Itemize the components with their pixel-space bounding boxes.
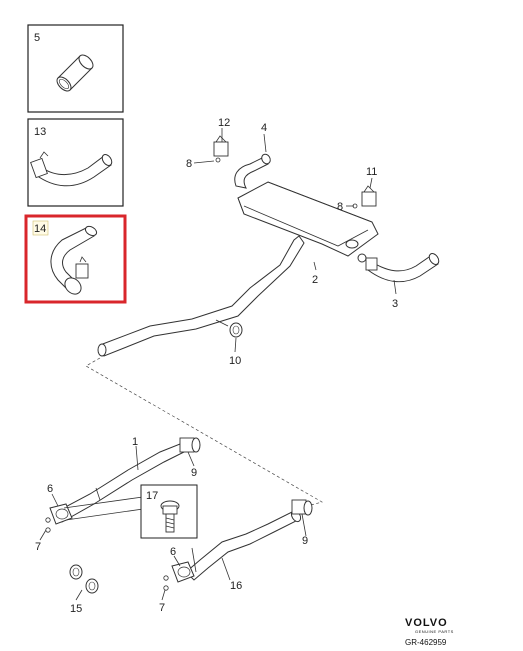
- part-number-6-upper: 6: [47, 483, 53, 495]
- volvo-brand-mark: VOLVO GENUINE PARTS GR-462959: [405, 617, 454, 647]
- part-number-9-lower: 9: [302, 535, 308, 547]
- rubber-mount-10: [215, 319, 243, 338]
- brand-tagline: GENUINE PARTS: [415, 629, 454, 634]
- part-number-10: 10: [229, 355, 241, 367]
- part-number-1: 1: [132, 436, 138, 448]
- tailpipe-part-13: [30, 151, 113, 187]
- rubber-mounts-15: [69, 564, 99, 594]
- sleeve-part-5: [56, 54, 94, 92]
- part-number-11: 11: [366, 166, 377, 178]
- part-number-14: 14: [34, 223, 46, 235]
- drawing-reference: GR-462959: [405, 638, 447, 647]
- detail-box-13: 13: [27, 118, 124, 207]
- part-number-7-upper: 7: [35, 541, 41, 553]
- bolt-detail-17: 17: [140, 484, 198, 539]
- brand-name: VOLVO: [405, 617, 448, 629]
- part-number-16: 16: [230, 580, 242, 592]
- upper-exhaust-assembly: 12 8 4 11 8 2 3 10: [97, 117, 440, 367]
- lower-exhaust-assembly: 17: [35, 436, 313, 615]
- part-number-6-lower: 6: [170, 546, 176, 558]
- part-number-7-lower: 7: [159, 602, 165, 614]
- part-number-12: 12: [218, 117, 230, 129]
- clamp-9-lower: [291, 499, 313, 516]
- part-number-8-upper-left: 8: [186, 158, 192, 170]
- part-number-9-upper: 9: [191, 467, 197, 479]
- hanger-12: [213, 135, 229, 163]
- detail-box-14-highlighted: 14: [24, 214, 127, 304]
- pipe-part-14: [50, 225, 98, 295]
- part-number-2: 2: [312, 274, 318, 286]
- hanger-11: [352, 185, 377, 209]
- part-number-4: 4: [261, 122, 267, 134]
- part-number-13: 13: [34, 126, 46, 138]
- part-number-17: 17: [146, 490, 158, 502]
- clamp-9-upper: [179, 437, 201, 453]
- part-number-15: 15: [70, 603, 82, 615]
- part-number-5: 5: [34, 32, 40, 44]
- part-number-8-upper-right: 8: [337, 201, 343, 213]
- detail-box-5: 5: [27, 24, 124, 113]
- part-number-3: 3: [392, 298, 398, 310]
